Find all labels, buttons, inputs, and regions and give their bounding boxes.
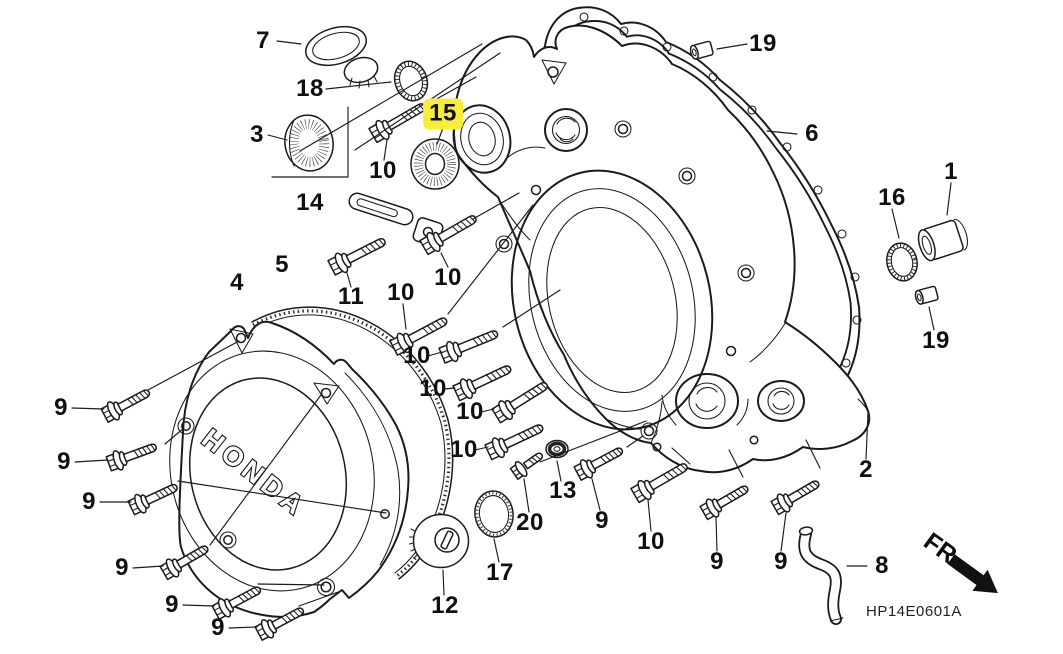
o-ring-17 [474, 490, 514, 538]
filler-cap-o-ring [393, 60, 429, 102]
fr-direction-indicator: FR. [918, 527, 998, 594]
right-crankcase-cover [452, 24, 871, 474]
clutch-adjuster-plug [408, 513, 470, 569]
oil-seal [410, 138, 460, 190]
leader-lines [71, 40, 952, 629]
dowel-pin [688, 40, 715, 61]
oil-filler-cap [305, 25, 379, 89]
clutch-cover: HONDA [169, 320, 410, 618]
o-ring-16 [886, 242, 918, 282]
diagram-code-text: HP14E0601A [866, 603, 962, 620]
cover-bolt-holes [495, 120, 759, 452]
breather-hose [798, 526, 844, 625]
dowel-pin [913, 285, 940, 306]
collar [917, 218, 968, 262]
fr-direction-arrow-icon [947, 554, 998, 594]
rubber-plug-cap [284, 114, 334, 172]
